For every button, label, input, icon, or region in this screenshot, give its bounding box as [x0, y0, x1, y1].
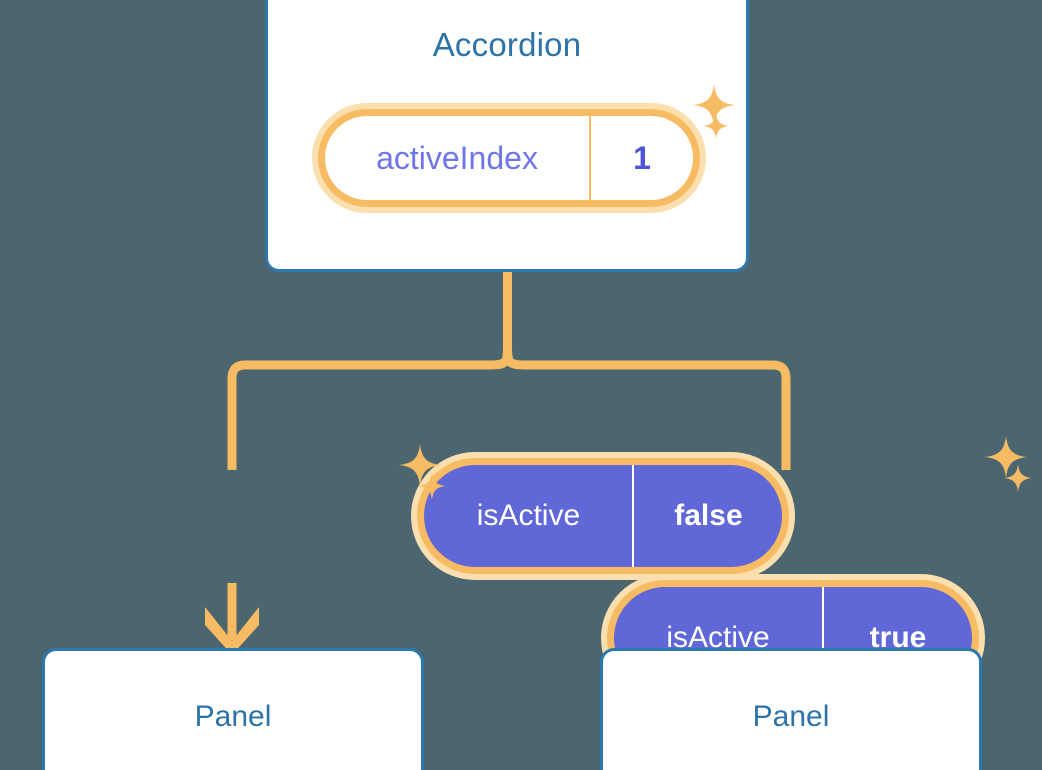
state-key-active-index: activeIndex — [376, 140, 538, 176]
state-value-active-index: 1 — [589, 116, 693, 200]
sparkle-icon — [985, 436, 1027, 478]
state-key-is-active-right: isActive — [666, 621, 770, 654]
state-pill-is-active-left[interactable]: isActive false — [411, 452, 796, 580]
sparkle-icon — [1004, 464, 1032, 492]
state-pill-active-index[interactable]: activeIndex 1 — [312, 103, 706, 213]
accordion-title: Accordion — [432, 26, 582, 63]
panel-card-left[interactable]: Panel — [42, 648, 424, 770]
connector-fork — [227, 344, 512, 470]
pill-ring: activeIndex 1 — [318, 109, 700, 207]
state-key-is-active-left: isActive — [476, 499, 581, 532]
panel-label-right: Panel — [752, 700, 830, 733]
panel-label-left: Panel — [194, 700, 272, 733]
pill-body: activeIndex 1 — [325, 116, 693, 200]
state-value-is-active-right: true — [822, 587, 972, 689]
state-value-is-active-left: false — [632, 465, 782, 567]
arrow-left-pill-to-panel — [205, 583, 259, 655]
pill-body: isActive false — [424, 465, 783, 567]
panel-card-right[interactable]: Panel — [600, 648, 982, 770]
pill-ring: isActive false — [417, 458, 790, 574]
